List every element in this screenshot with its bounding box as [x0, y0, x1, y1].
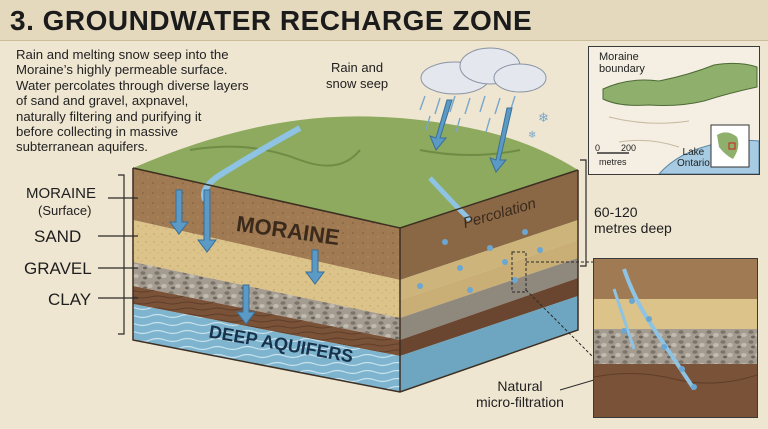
moraine-layer-label: MORAINE: [26, 185, 96, 202]
gravel-layer-label: GRAVEL: [24, 259, 92, 279]
depth-bracket: [580, 160, 586, 266]
rain-snow-label: Rain and snow seep: [326, 60, 388, 92]
layer-bracket: [98, 175, 138, 334]
cloud-icon: [421, 48, 546, 94]
lake-ontario-label: Lake Ontario: [677, 147, 710, 169]
snowflake-icon: ❄: [538, 110, 549, 125]
depth-label: 60-120 metres deep: [594, 204, 672, 236]
map-inset: Moraine boundary 0 200 metres Lake Ontar…: [588, 46, 760, 175]
map-scale-unit: metres: [599, 157, 627, 167]
map-scale-max: 200: [621, 143, 636, 153]
filtration-detail-inset: [593, 258, 758, 418]
sand-layer-label: SAND: [34, 227, 81, 247]
map-boundary-label: Moraine boundary: [599, 51, 645, 75]
map-scale-min: 0: [595, 143, 600, 153]
svg-text:❄: ❄: [528, 130, 536, 141]
micro-filtration-label: Natural micro-filtration: [476, 378, 564, 410]
moraine-surface-label: (Surface): [38, 203, 91, 218]
clay-layer-label: CLAY: [48, 290, 91, 310]
